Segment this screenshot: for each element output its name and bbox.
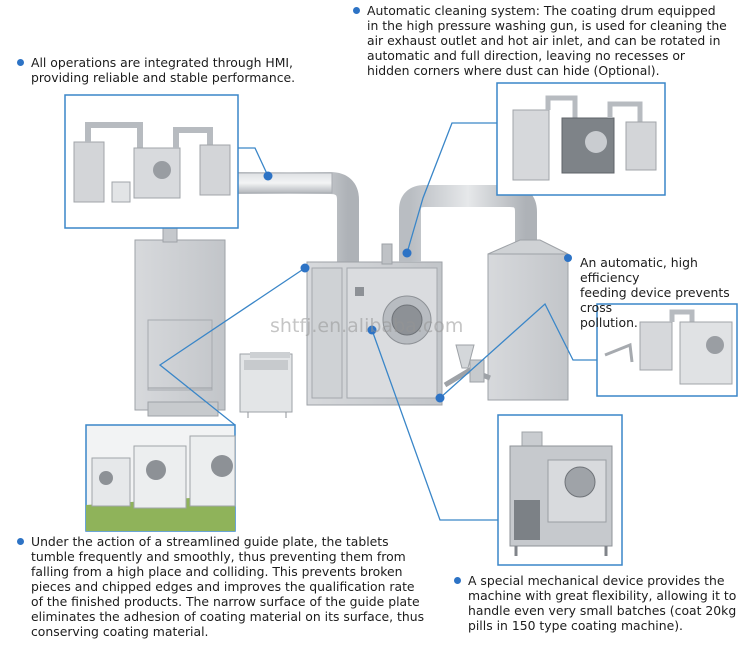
air-handling-unit	[134, 227, 226, 417]
inset-photo-system	[64, 94, 239, 229]
inset-photo-guide-plate	[85, 424, 236, 532]
inset-photo-mechanical	[497, 414, 623, 566]
feature-note-guide-plate: Under the action of a streamlined guide …	[17, 534, 451, 639]
callout-lines	[158, 122, 597, 521]
feature-note-hmi: All operations are integrated through HM…	[17, 55, 331, 85]
feeding-device	[443, 344, 491, 388]
bullet-icon	[353, 7, 360, 14]
bullet-icon	[17, 538, 24, 545]
callout-dots	[263, 171, 572, 403]
hmi-control-panel	[239, 352, 293, 418]
feature-note-mechanical: A special mechanical device provides the…	[454, 573, 748, 633]
feature-note-feeding: An automatic, high efficiency feeding de…	[580, 255, 730, 330]
exhaust-duct	[399, 185, 537, 262]
feature-note-cleaning: Automatic cleaning system: The coating d…	[353, 3, 747, 78]
bullet-icon	[17, 59, 24, 66]
inset-photo-feeding	[596, 303, 738, 397]
watermark: shtfj.en.alibaba.com	[270, 315, 464, 337]
bullet-icon	[454, 577, 461, 584]
inset-photo-cleaning	[496, 82, 666, 196]
exhaust-cabinet	[487, 239, 569, 401]
hot-air-duct	[230, 172, 359, 270]
main-coating-machine	[306, 243, 443, 406]
